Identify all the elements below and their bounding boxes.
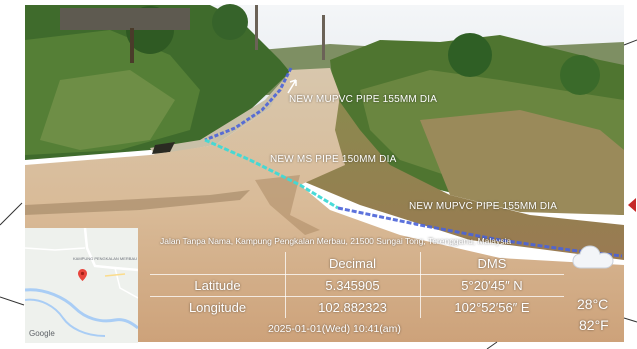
longitude-dms: 102°52′56″ E: [454, 300, 530, 315]
map-place-label: KAMPUNG PENGKALAN MERBAU: [73, 256, 138, 261]
longitude-decimal: 102.882323: [318, 300, 387, 315]
pipe-label-right: NEW MUPVC PIPE 155MM DIA: [409, 201, 558, 212]
latitude-dms: 5°20′45″ N: [461, 278, 523, 293]
temperature-fahrenheit: 82°F: [579, 317, 609, 333]
table-divider: [150, 296, 564, 297]
temperature-celsius: 28°C: [577, 296, 609, 312]
table-divider: [285, 252, 286, 318]
location-address: Jalan Tanpa Nama, Kampung Pengkalan Merb…: [160, 236, 512, 246]
mini-map[interactable]: KAMPUNG PENGKALAN MERBAU Google: [25, 228, 138, 343]
capture-timestamp: 2025-01-01(Wed) 10:41(am): [268, 323, 401, 335]
latitude-decimal: 5.345905: [325, 278, 380, 293]
google-logo: Google: [29, 329, 55, 338]
map-graphic: [25, 228, 138, 343]
header-dms: DMS: [477, 256, 507, 271]
coordinates-table: Decimal DMS Latitude 5.345905 5°20′45″ N…: [150, 252, 564, 318]
table-divider: [420, 252, 421, 318]
table-divider: [150, 274, 564, 275]
latitude-label: Latitude: [194, 278, 241, 293]
pipe-label-top: NEW MUPVC PIPE 155MM DIA: [289, 94, 438, 105]
cloud-icon: [572, 245, 614, 269]
map-marker-icon[interactable]: [78, 269, 87, 281]
longitude-label: Longitude: [188, 300, 247, 315]
header-decimal: Decimal: [329, 256, 376, 271]
pipe-label-middle: NEW MS PIPE 150MM DIA: [270, 154, 397, 165]
